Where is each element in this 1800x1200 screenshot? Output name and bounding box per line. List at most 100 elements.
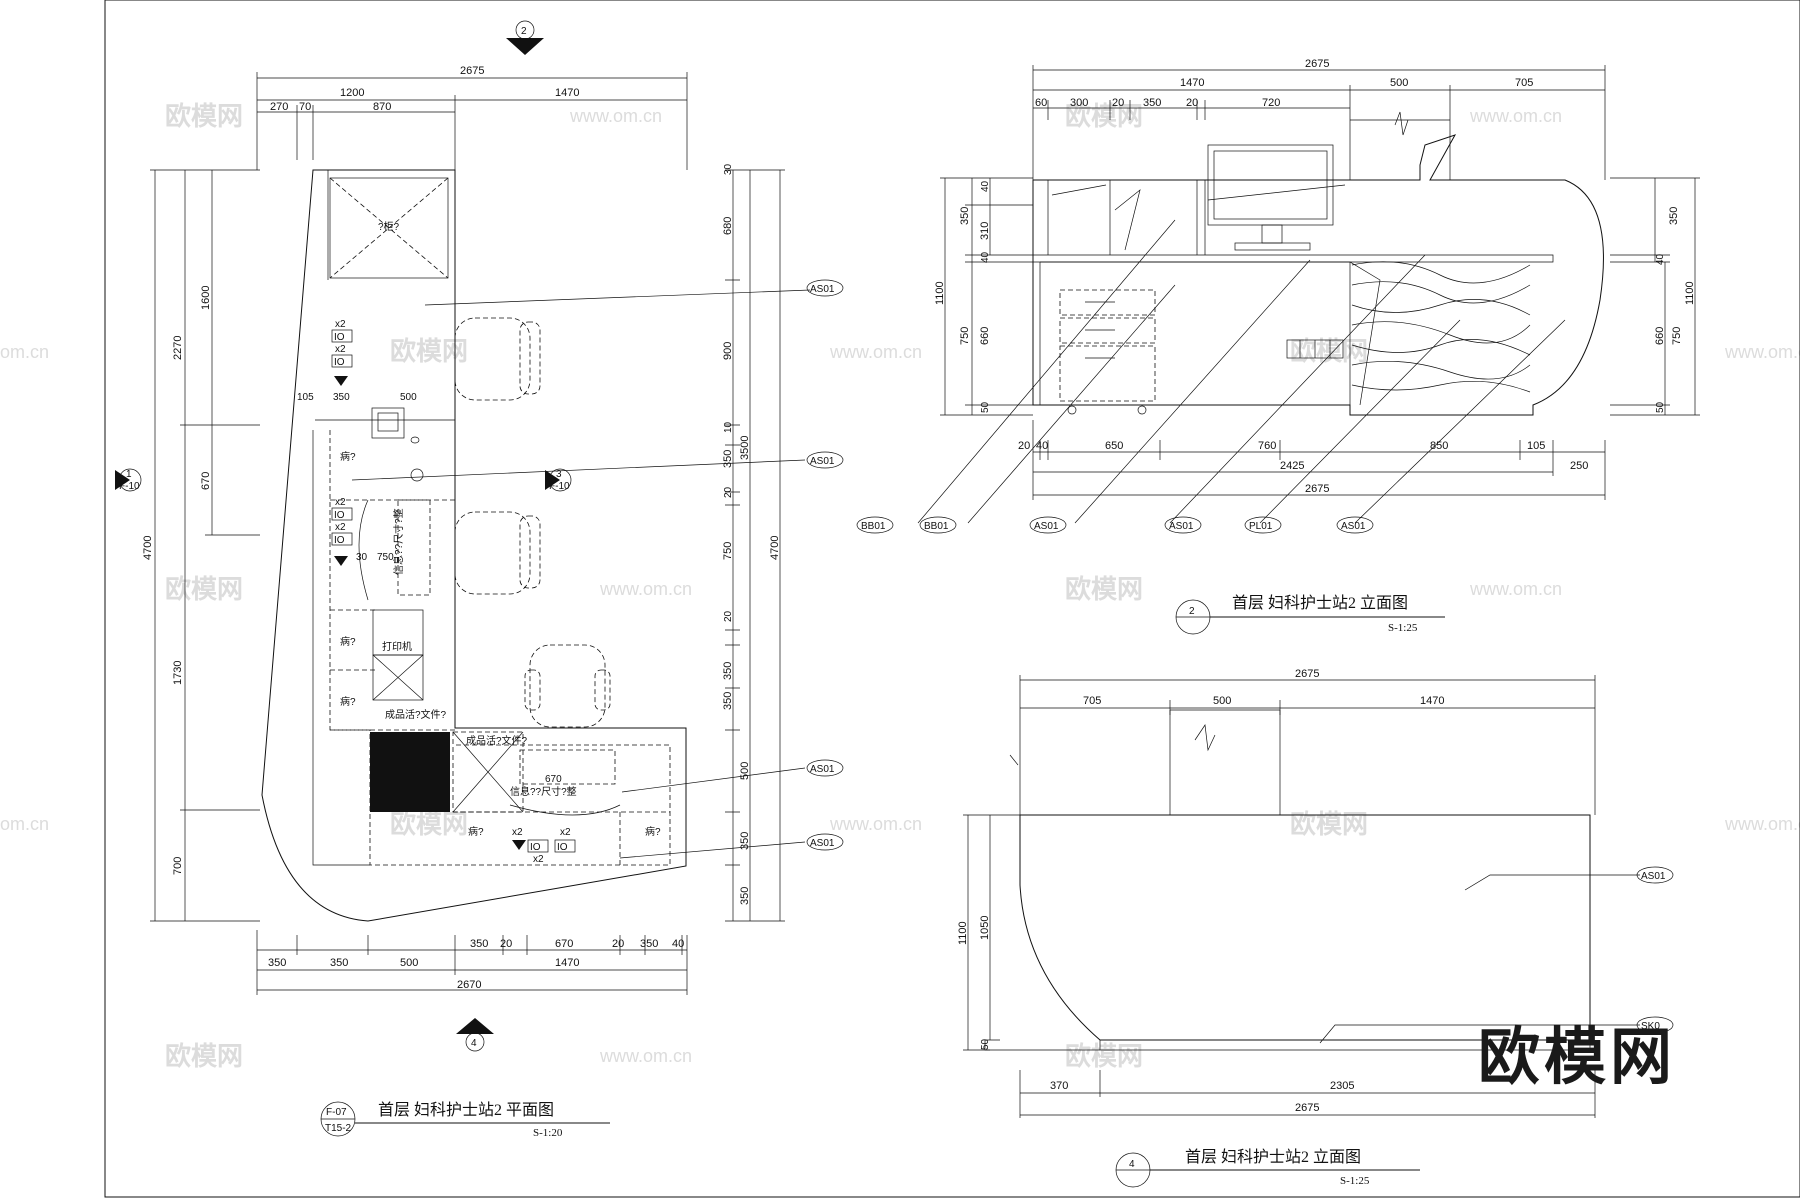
socket-x2: x2 (335, 344, 346, 355)
caster-icon (1137, 405, 1147, 415)
watermark-url: www.om.cn (569, 106, 662, 126)
svg-text:AS01: AS01 (810, 456, 835, 467)
svg-text:AS01: AS01 (1341, 521, 1366, 532)
svg-text:30: 30 (723, 163, 734, 175)
plan-view: ?柜? x2 IO x2 IO 病? 病? 病? x2 IO x2 IO (115, 20, 844, 1139)
info-card-box (397, 499, 431, 596)
watermark-url: www.om.cn (1724, 342, 1800, 362)
socket-x2: x2 (335, 319, 346, 330)
partition (1169, 709, 1281, 815)
socket-x2: x2 (335, 497, 346, 508)
svg-text:2305: 2305 (1330, 1080, 1354, 1092)
svg-text:1470: 1470 (1180, 77, 1204, 89)
svg-text:750: 750 (722, 542, 734, 560)
svg-text:10: 10 (723, 421, 734, 433)
svg-text:2675: 2675 (1295, 668, 1319, 680)
svg-text:2670: 2670 (457, 979, 481, 991)
drawer (1059, 345, 1156, 402)
dim-chain-bottom: 370 2305 2675 (1019, 1070, 1596, 1118)
svg-text:4700: 4700 (142, 536, 154, 560)
monitor-icon (1207, 144, 1334, 226)
svg-text:1100: 1100 (934, 281, 946, 305)
svg-text:2270: 2270 (172, 336, 184, 360)
svg-text:2425: 2425 (1280, 460, 1304, 472)
svg-text:750: 750 (1671, 327, 1683, 345)
watermark-layer: 欧模网 www.om.cn 欧模网 www.om.cn om.cn 欧模网 ww… (0, 101, 1800, 1071)
svg-text:680: 680 (722, 217, 734, 235)
drawer (1059, 317, 1156, 344)
dim-chain-right: 350 40 1100 660 750 50 (1610, 177, 1700, 416)
svg-text:350: 350 (739, 832, 751, 850)
svg-text:1100: 1100 (1684, 281, 1696, 305)
svg-text:300: 300 (1070, 97, 1088, 109)
socket-x2: x2 (560, 827, 571, 838)
svg-text:20: 20 (1186, 97, 1198, 109)
chair (524, 644, 611, 728)
svg-text:650: 650 (1105, 440, 1123, 452)
watermark-brand: 欧模网 (165, 1041, 243, 1071)
socket-io: IO (334, 510, 345, 521)
svg-text:2: 2 (521, 26, 527, 37)
wood-grain-panel (1351, 261, 1531, 393)
svg-text:705: 705 (1083, 695, 1101, 707)
dim-chain-left: 40 350 310 40 1100 750 660 50 (934, 177, 1033, 416)
svg-text:350: 350 (330, 957, 348, 969)
dim-chain-bottom: 350 350 500 350 20 670 20 350 40 1470 26… (256, 930, 688, 995)
svg-text:4700: 4700 (769, 536, 781, 560)
svg-text:1470: 1470 (555, 87, 579, 99)
file-label: 成品活?文件? (466, 734, 528, 747)
drawer-label: 病? (468, 825, 484, 838)
svg-text:50: 50 (980, 401, 991, 413)
info-card-label: 信息??尺寸?整 (392, 508, 405, 575)
svg-text:F-10: F-10 (119, 481, 140, 492)
callout-tag: AS01 (1336, 516, 1374, 534)
desk-top (1033, 254, 1554, 263)
socket (527, 839, 549, 853)
watermark-brand: 欧模网 (390, 809, 468, 839)
sheet-border (104, 0, 1800, 1198)
sheet-ref: T15-2 (325, 1123, 352, 1134)
printer-x (372, 654, 424, 701)
watermark-url: www.om.cn (599, 579, 692, 599)
inner-dim: 350 (333, 392, 350, 403)
file-label: 成品活?文件? (385, 708, 447, 721)
shelf-divider (1047, 180, 1206, 255)
section-marker-1: 1 F-10 (115, 468, 142, 492)
svg-text:700: 700 (172, 857, 184, 875)
svg-text:660: 660 (1654, 327, 1666, 345)
svg-text:670: 670 (555, 938, 573, 950)
leader-line (424, 289, 811, 306)
svg-text:2675: 2675 (460, 65, 484, 77)
elevation-title: 首层 妇科护士站2 立面图 (1185, 1148, 1361, 1166)
elevation-scale: S-1:25 (1340, 1175, 1370, 1187)
svg-text:900: 900 (722, 342, 734, 360)
svg-text:350: 350 (722, 450, 734, 468)
svg-text:870: 870 (373, 101, 391, 113)
svg-text:760: 760 (1258, 440, 1276, 452)
counter-divider (453, 811, 670, 865)
break-mark (1009, 754, 1019, 766)
svg-text:350: 350 (640, 938, 658, 950)
svg-text:270: 270 (270, 101, 288, 113)
drawer-handle (1085, 301, 1115, 359)
sheet-ref: F-07 (326, 1107, 347, 1118)
section-marker-3: 3 F-10 (545, 468, 572, 492)
watermark-url: www.om.cn (1724, 814, 1800, 834)
section-marker-2: 2 (506, 20, 544, 55)
svg-text:500: 500 (400, 957, 418, 969)
svg-text:2675: 2675 (1305, 483, 1329, 495)
callout-tag: BB01 (919, 516, 957, 534)
svg-text:705: 705 (1515, 77, 1533, 89)
leader-line (1319, 1024, 1640, 1044)
socket (331, 507, 353, 521)
dim-chain-bottom: 20 40 650 760 850 105 2425 250 2675 (1018, 420, 1606, 500)
svg-text:1730: 1730 (172, 661, 184, 685)
callout-tag: AS01 (806, 759, 844, 777)
partition (1349, 120, 1451, 180)
keyboard-tray (358, 499, 369, 601)
dim-chain-left: 1100 1050 50 (957, 814, 1020, 1051)
socket-io: IO (334, 535, 345, 546)
printer-label: 打印机 (382, 640, 412, 653)
watermark-brand: 欧模网 (1290, 336, 1368, 366)
watermark-brand: 欧模网 (1065, 1041, 1143, 1071)
